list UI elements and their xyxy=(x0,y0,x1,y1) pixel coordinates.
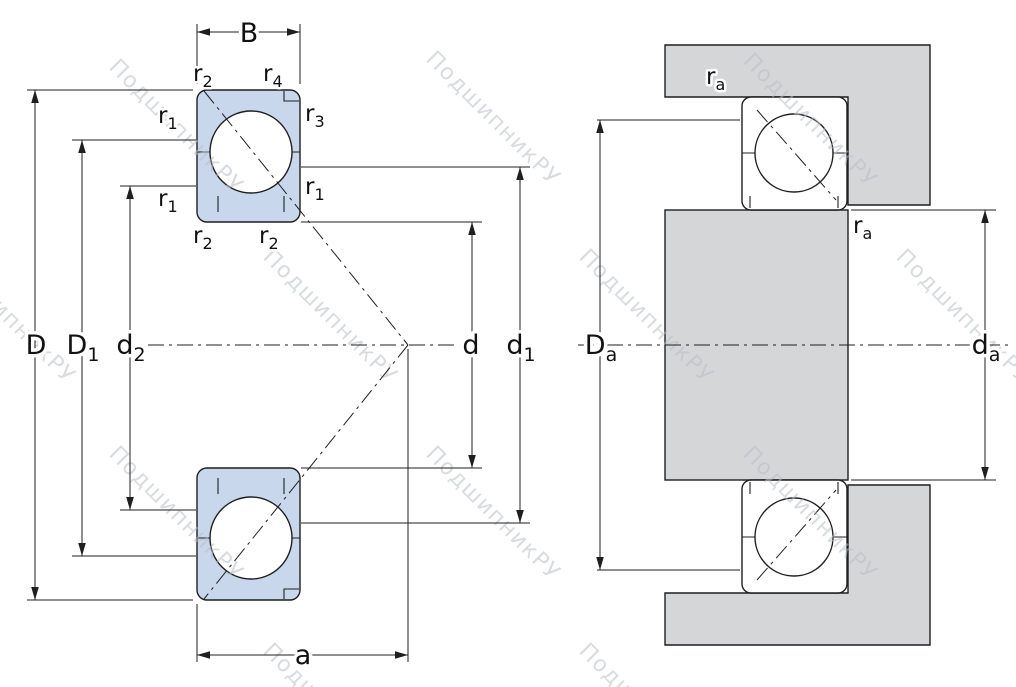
mounted-cage-lines-top xyxy=(749,196,839,208)
left-cross-section-view xyxy=(196,89,301,601)
dimension-da: da xyxy=(851,209,1004,481)
contact-angle-line-bottom-right xyxy=(756,489,837,581)
fillet-label-r1-mid-left: r1 xyxy=(158,186,178,216)
fillet-label-r2-top-left: r2 xyxy=(193,61,213,91)
fillet-label-r1-upper-left: r1 xyxy=(158,103,178,133)
cage-lines-top xyxy=(217,196,285,212)
dimension-d2: d2 xyxy=(113,185,196,511)
watermark-text: ПодшипникРУ xyxy=(891,245,1016,389)
cage-lines-bottom xyxy=(217,478,285,494)
dimension-a: a xyxy=(196,349,409,675)
housing-bottom xyxy=(664,484,931,646)
mounted-cage-lines-bottom xyxy=(749,482,839,494)
fillet-label-r2-lower-right: r2 xyxy=(259,223,279,253)
dimension-D: D xyxy=(22,89,193,601)
dim-label-D1: D1 xyxy=(67,330,100,366)
watermark-text: ПодшипникРУ xyxy=(421,47,565,191)
dimension-D1: D1 xyxy=(63,139,196,557)
contact-angle-line-upper xyxy=(203,90,409,346)
fillet-label-r2-lower-left: r2 xyxy=(193,223,213,253)
fillet-label-ra-housing: ra xyxy=(706,64,725,94)
low-shoulder-step-bottom xyxy=(283,588,299,599)
dimension-d: d xyxy=(301,221,483,469)
watermark-text: ПодшипникРУ xyxy=(574,639,718,687)
dimension-B: B xyxy=(196,15,301,84)
fillet-label-r4-top-right: r4 xyxy=(263,61,283,91)
contact-angle-line-top-right xyxy=(756,109,837,201)
dim-label-d: d xyxy=(462,330,479,361)
fillet-label-ra-shaft: ra xyxy=(853,213,872,243)
watermark-text: ПодшипникРУ xyxy=(0,639,80,687)
low-shoulder-step-top xyxy=(283,91,299,102)
watermark-text: ПодшипникРУ xyxy=(421,442,565,586)
dimension-Da: Da xyxy=(581,119,740,571)
watermark-text: ПодшипникРУ xyxy=(0,245,80,389)
dimension-d1: d1 xyxy=(301,166,539,524)
dim-label-B: B xyxy=(240,18,259,49)
watermark-text: ПодшипникРУ xyxy=(258,639,402,687)
dim-label-d1: d1 xyxy=(506,330,535,366)
dim-label-Da: Da xyxy=(585,330,617,366)
dim-label-D: D xyxy=(26,330,47,361)
dim-label-da: da xyxy=(972,330,1001,366)
housing-top xyxy=(664,44,931,206)
contact-angle-line-lower xyxy=(203,344,409,600)
fillet-label-r3-upper-right: r3 xyxy=(305,101,325,131)
fillet-label-r1-mid-right: r1 xyxy=(305,174,325,204)
dim-label-d2: d2 xyxy=(116,330,145,366)
dim-label-a: a xyxy=(295,640,312,671)
watermark-text: ПодшипникРУ xyxy=(258,245,402,389)
